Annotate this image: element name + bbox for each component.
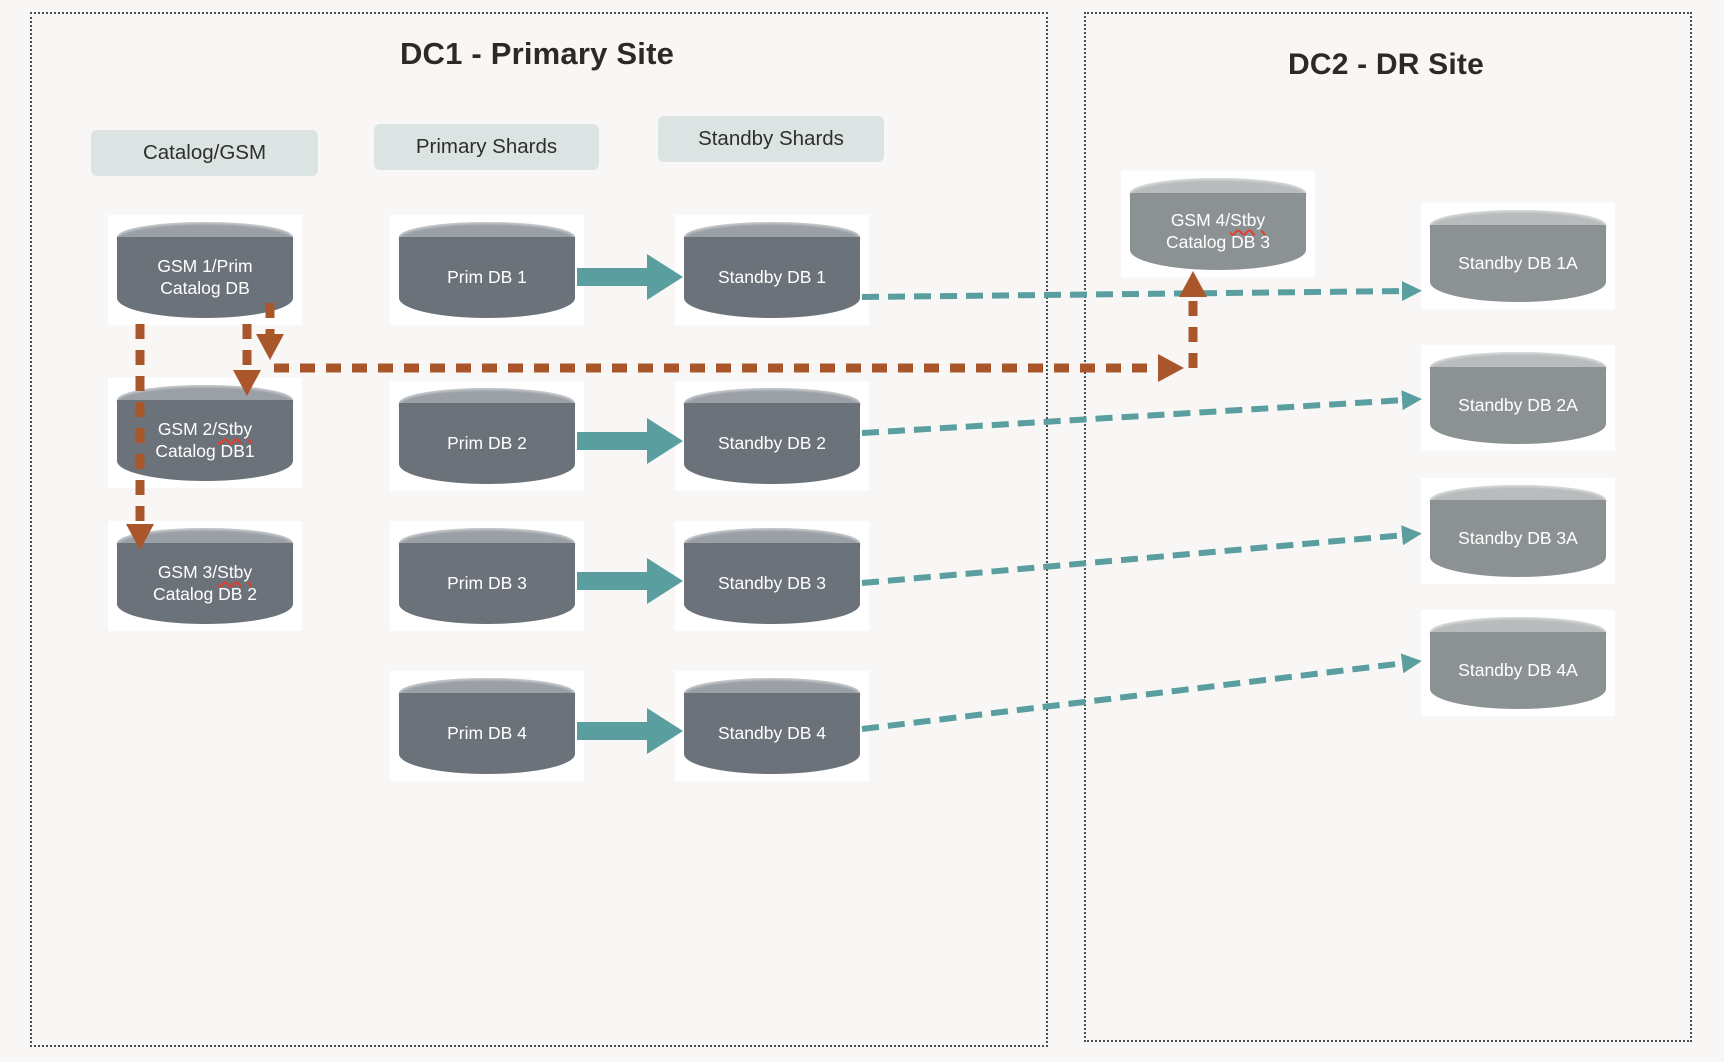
cylinder-label: Standby DB 1 xyxy=(718,267,826,287)
db-cylinder-standby-db-4a: Standby DB 4A xyxy=(1421,610,1615,716)
cylinder-body xyxy=(684,237,860,318)
cylinder-label: Standby DB 4 xyxy=(718,723,826,743)
db-cylinder-prim-db-4: Prim DB 4 xyxy=(390,671,584,781)
column-label-primary-shards: Primary Shards xyxy=(374,124,599,170)
cylinder-body xyxy=(117,237,293,318)
cylinder-label: Prim DB 2 xyxy=(447,433,527,453)
db-cylinder-gsm3-stby-catalog2: GSM 3/Stby Catalog DB 2 xyxy=(108,521,302,631)
cylinder-body xyxy=(399,693,575,774)
cylinder-body xyxy=(1430,500,1606,577)
db-cylinder-standby-db-2: Standby DB 2 xyxy=(675,381,869,491)
cylinder-label: GSM 3/Stby Catalog DB 2 xyxy=(152,562,258,604)
cylinder-body xyxy=(684,693,860,774)
cylinder-body xyxy=(1430,225,1606,302)
db-cylinder-gsm1-prim-catalog: GSM 1/Prim Catalog DB xyxy=(108,215,302,325)
cylinder-body xyxy=(399,403,575,484)
cylinder-label: Prim DB 1 xyxy=(447,267,527,287)
cylinder-label: GSM 4/Stby Catalog DB 3 xyxy=(1165,210,1271,252)
cylinder-label: Prim DB 4 xyxy=(447,723,527,743)
db-cylinder-standby-db-3: Standby DB 3 xyxy=(675,521,869,631)
cylinder-label: Standby DB 4A xyxy=(1458,660,1578,680)
cylinder-label: Standby DB 2A xyxy=(1458,395,1578,415)
db-cylinder-standby-db-2a: Standby DB 2A xyxy=(1421,345,1615,451)
cylinder-label: GSM 1/Prim Catalog DB xyxy=(157,256,253,298)
cylinder-label: Standby DB 1A xyxy=(1458,253,1578,273)
db-cylinder-prim-db-1: Prim DB 1 xyxy=(390,215,584,325)
db-cylinder-prim-db-3: Prim DB 3 xyxy=(390,521,584,631)
dc2-title: DC2 - DR Site xyxy=(1288,48,1484,81)
cylinder-body xyxy=(1130,193,1306,270)
db-cylinder-gsm4-stby-catalog3: GSM 4/Stby Catalog DB 3 xyxy=(1121,171,1315,277)
dc2-dr-site-box xyxy=(1084,12,1692,1042)
cylinder-label: Standby DB 3 xyxy=(718,573,826,593)
cylinder-body xyxy=(684,403,860,484)
cylinder-body xyxy=(117,543,293,624)
cylinder-body xyxy=(117,400,293,481)
cylinder-label: GSM 2/Stby Catalog DB1 xyxy=(155,419,255,461)
cylinder-body xyxy=(1430,632,1606,709)
column-label-catalog-gsm: Catalog/GSM xyxy=(91,130,318,176)
cylinder-label: Prim DB 3 xyxy=(447,573,527,593)
cylinder-label: Standby DB 3A xyxy=(1458,528,1578,548)
db-cylinder-gsm2-stby-catalog1: GSM 2/Stby Catalog DB1 xyxy=(108,378,302,488)
dc1-title: DC1 - Primary Site xyxy=(399,36,675,71)
db-cylinder-prim-db-2: Prim DB 2 xyxy=(390,381,584,491)
cylinder-body xyxy=(399,543,575,624)
db-cylinder-standby-db-3a: Standby DB 3A xyxy=(1421,478,1615,584)
column-label-standby-shards: Standby Shards xyxy=(658,116,884,162)
db-cylinder-standby-db-1: Standby DB 1 xyxy=(675,215,869,325)
db-cylinder-standby-db-4: Standby DB 4 xyxy=(675,671,869,781)
cylinder-body xyxy=(1430,367,1606,444)
cylinder-body xyxy=(399,237,575,318)
cylinder-label: Standby DB 2 xyxy=(718,433,826,453)
cylinder-body xyxy=(684,543,860,624)
db-cylinder-standby-db-1a: Standby DB 1A xyxy=(1421,203,1615,309)
dc1-primary-site-box xyxy=(30,12,1048,1047)
